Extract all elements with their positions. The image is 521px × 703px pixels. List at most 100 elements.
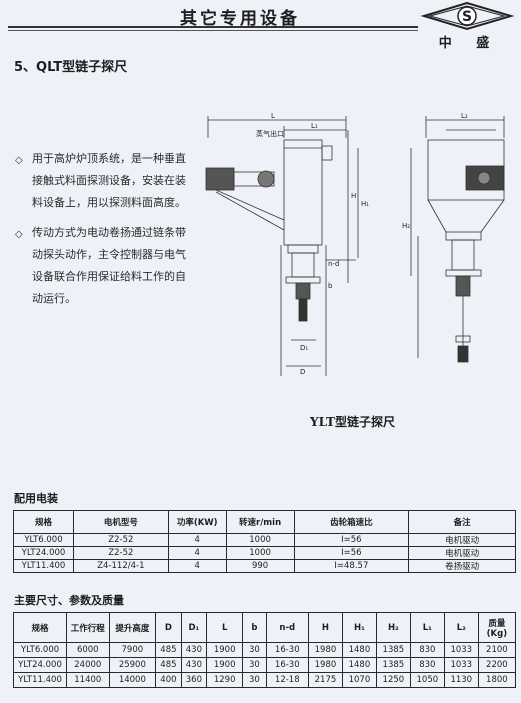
table-cell: 1480 <box>341 657 377 673</box>
table-cell: 1980 <box>307 642 343 658</box>
dim-label-H1: H₁ <box>361 200 369 208</box>
table-cell: 2175 <box>307 672 343 688</box>
table-cell: Z2-52 <box>72 546 169 560</box>
table-cell: 1000 <box>225 533 295 547</box>
drawing-caption: YLT型链子探尺 <box>310 415 395 429</box>
table-header-row: 规格 电机型号 功率(KW) 转速r/min 齿轮箱速比 备注 <box>13 510 516 534</box>
logo-text: 中 盛 <box>438 36 500 51</box>
table-cell: 360 <box>180 672 208 688</box>
table-header-row: 规格 工作行程 提升高度 D D₁ L b n-d H H₁ H₂ L₁ L₂ … <box>12 612 517 643</box>
column-header: 规格 <box>12 612 68 643</box>
column-header: D₁ <box>180 612 208 643</box>
table-cell: 6000 <box>66 642 110 658</box>
column-header: 电机型号 <box>72 510 169 534</box>
dim-label-b: b <box>328 282 333 290</box>
table-cell: 电机驱动 <box>408 546 516 560</box>
table-row: YLT11.400 11400 14000 400 360 1290 30 12… <box>12 672 517 688</box>
outlet-label: 蒸气出口 <box>256 129 284 138</box>
column-header: 转速r/min <box>225 510 295 534</box>
column-header: L₂ <box>443 612 479 643</box>
column-header: n-d <box>265 612 309 643</box>
column-header: L <box>206 612 244 643</box>
table-cell: 14000 <box>108 672 157 688</box>
table-cell: 1980 <box>307 657 343 673</box>
table-cell: 1800 <box>477 672 517 688</box>
table-cell: 1385 <box>375 642 411 658</box>
table-cell: 430 <box>180 657 208 673</box>
header-rule <box>8 26 418 28</box>
table-cell: 7900 <box>108 642 157 658</box>
table-cell: 1290 <box>206 672 244 688</box>
table-cell: 电机驱动 <box>408 533 516 547</box>
column-header: D <box>155 612 182 643</box>
table-cell: 4 <box>167 559 227 573</box>
table-cell: 16-30 <box>265 642 309 658</box>
table-cell: YLT11.400 <box>12 672 68 688</box>
table-cell: 2200 <box>477 657 517 673</box>
company-logo: S <box>420 2 515 31</box>
column-header: 规格 <box>13 510 74 534</box>
table-cell: Z4-112/4-1 <box>72 559 169 573</box>
table-cell: 1480 <box>341 642 377 658</box>
table-cell: 25900 <box>108 657 157 673</box>
dim-label-L: L <box>271 112 275 120</box>
dim-label-L1: L₁ <box>311 122 318 130</box>
table-cell: 4 <box>167 533 227 547</box>
column-header: H₁ <box>341 612 377 643</box>
column-header: 齿轮箱速比 <box>293 510 410 534</box>
description-text: 传动方式为电动卷扬通过链条带动探头动作，主令控制器与电气设备联合作用保证给料工作… <box>32 226 186 305</box>
table-cell: 11400 <box>66 672 110 688</box>
table-cell: 16-30 <box>265 657 309 673</box>
table-row: YLT6.000 6000 7900 485 430 1900 30 16-30… <box>12 642 517 658</box>
table-cell: 30 <box>242 642 267 658</box>
table1-heading: 配用电装 <box>14 492 58 505</box>
table-cell: 4 <box>167 546 227 560</box>
table-row: YLT24.000 24000 25900 485 430 1900 30 16… <box>12 657 517 673</box>
table-cell: 1385 <box>375 657 411 673</box>
table-cell: 12-18 <box>265 672 309 688</box>
table2-heading: 主要尺寸、参数及质量 <box>14 594 124 607</box>
table-cell: 1050 <box>409 672 445 688</box>
column-header: b <box>242 612 267 643</box>
table-cell: YLT11.400 <box>13 559 74 573</box>
table-cell: 1900 <box>206 642 244 658</box>
table-cell: 830 <box>409 657 445 673</box>
dim-label-H: H <box>351 192 356 200</box>
description-item: ◇ 用于高炉炉顶系统，是一种垂直接触式料面探测设备，安装在装料设备上，用以探测料… <box>14 148 194 214</box>
dim-label-D: D <box>300 368 305 376</box>
column-header: L₁ <box>409 612 445 643</box>
table-cell: YLT24.000 <box>13 546 74 560</box>
diamond-bullet-icon: ◇ <box>15 155 23 166</box>
description-list: ◇ 用于高炉炉顶系统，是一种垂直接触式料面探测设备，安装在装料设备上，用以探测料… <box>14 148 194 318</box>
table-cell: 990 <box>225 559 295 573</box>
table-cell: 400 <box>155 672 182 688</box>
table-cell: 24000 <box>66 657 110 673</box>
column-header: 工作行程 <box>66 612 110 643</box>
motor-table: 规格 电机型号 功率(KW) 转速r/min 齿轮箱速比 备注 YLT6.000… <box>13 510 516 573</box>
table-cell: 485 <box>155 657 182 673</box>
table-cell: 1900 <box>206 657 244 673</box>
table-row: YLT24.000 Z2-52 4 1000 I=56 电机驱动 <box>13 546 516 560</box>
table-cell: 1033 <box>443 657 479 673</box>
table-cell: I=56 <box>293 546 410 560</box>
table-cell: YLT24.000 <box>12 657 68 673</box>
dim-label-L2: L₂ <box>461 112 468 120</box>
table-cell: 卷扬驱动 <box>408 559 516 573</box>
section-title: 5、QLT型链子探尺 <box>14 60 128 75</box>
dim-label-D1: D₁ <box>300 344 308 352</box>
dimension-table: 规格 工作行程 提升高度 D D₁ L b n-d H H₁ H₂ L₁ L₂ … <box>12 612 517 688</box>
column-header: 功率(KW) <box>167 510 227 534</box>
table-cell: 30 <box>242 672 267 688</box>
dim-label-H2: H₂ <box>402 222 410 230</box>
table-cell: 1033 <box>443 642 479 658</box>
table-row: YLT6.000 Z2-52 4 1000 I=56 电机驱动 <box>13 533 516 547</box>
diamond-bullet-icon: ◇ <box>15 229 23 240</box>
technical-drawing: L L₁ 蒸气出口 H H₁ n-d b D₁ D L₂ H₂ <box>205 112 505 376</box>
column-header: 提升高度 <box>108 612 157 643</box>
table-cell: 430 <box>180 642 208 658</box>
table-cell: 2100 <box>477 642 517 658</box>
table-row: YLT11.400 Z4-112/4-1 4 990 I=48.57 卷扬驱动 <box>13 559 516 573</box>
description-text: 用于高炉炉顶系统，是一种垂直接触式料面探测设备，安装在装料设备上，用以探测料面高… <box>32 152 186 209</box>
column-header: H <box>307 612 343 643</box>
